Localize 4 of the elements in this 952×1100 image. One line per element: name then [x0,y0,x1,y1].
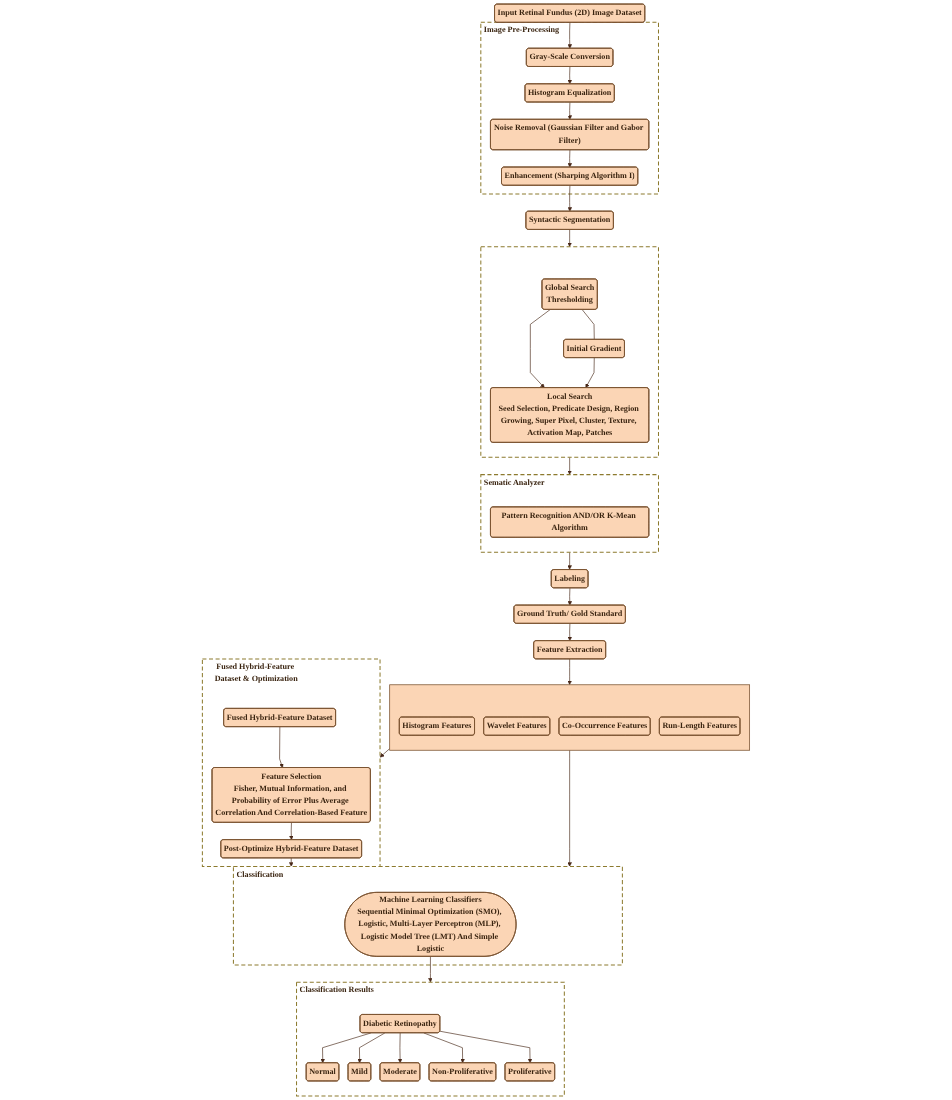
cluster [389,684,750,751]
cluster [480,246,659,458]
arrow [288,857,294,867]
connector [581,309,595,340]
